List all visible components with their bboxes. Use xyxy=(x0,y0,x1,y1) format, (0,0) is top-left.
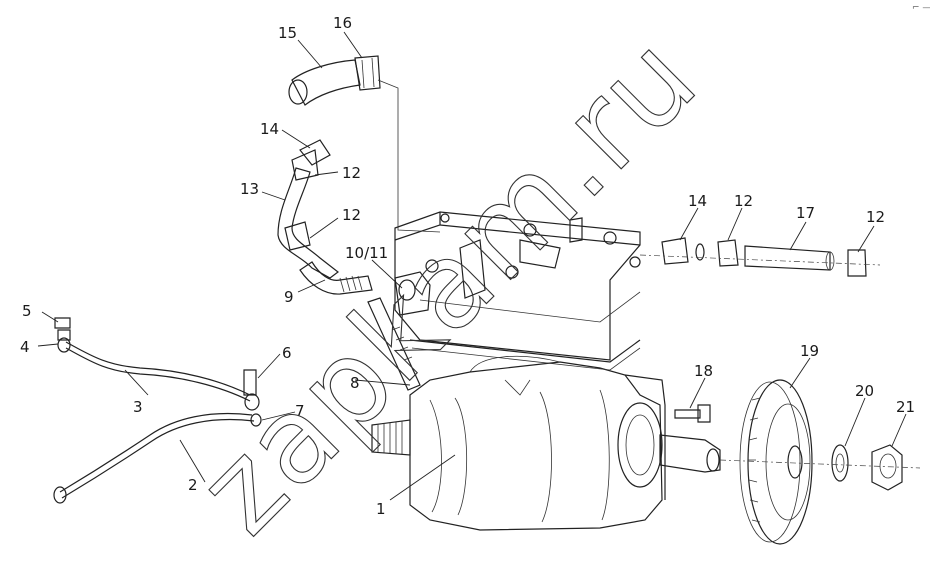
callout-4: 4 xyxy=(20,338,30,356)
watermark: zapkam.ru xyxy=(172,9,723,560)
callout-3: 3 xyxy=(133,398,143,416)
callout-15: 15 xyxy=(278,24,297,42)
callout-20: 20 xyxy=(855,382,874,400)
callout-21: 21 xyxy=(896,398,915,416)
callout-17: 17 xyxy=(796,204,815,222)
callout-7: 7 xyxy=(295,402,305,420)
hose-9 xyxy=(299,261,373,295)
compressor-body xyxy=(409,355,666,531)
callout-12-hose-lower: 12 xyxy=(342,206,361,224)
callout-13: 13 xyxy=(240,180,259,198)
drive-gear xyxy=(739,379,813,545)
right-pipe-assembly xyxy=(661,237,867,277)
callout-labels: 1 2 3 4 5 6 7 8 9 10/11 12 12 12 12 13 1… xyxy=(20,14,915,518)
pipe-2 xyxy=(53,412,255,504)
callout-19: 19 xyxy=(800,342,819,360)
relief-valve xyxy=(367,297,421,391)
callout-6: 6 xyxy=(282,344,292,362)
leader-lines xyxy=(37,31,907,501)
callout-5: 5 xyxy=(22,302,32,320)
callout-14-hose: 14 xyxy=(260,120,279,138)
banjo-fitting-4 xyxy=(54,317,71,353)
unloader-fitting xyxy=(394,271,431,316)
rear-spline-shaft xyxy=(371,419,411,456)
intake-elbow-hose xyxy=(288,55,381,106)
callout-12-hose-upper: 12 xyxy=(342,164,361,182)
callout-14-pipe: 14 xyxy=(688,192,707,210)
pipe-3 xyxy=(65,341,251,402)
coolant-hose-13 xyxy=(277,139,339,279)
bolt xyxy=(674,404,711,423)
callout-12-pipe-right: 12 xyxy=(866,208,885,226)
axis-centerline xyxy=(719,459,921,469)
callout-16: 16 xyxy=(333,14,352,32)
callout-1: 1 xyxy=(376,500,386,518)
banjo-fitting-6 xyxy=(243,369,262,427)
washer xyxy=(831,444,849,482)
nut xyxy=(871,444,903,491)
callout-12-pipe-left: 12 xyxy=(734,192,753,210)
cylinder-head xyxy=(394,211,641,371)
callout-18: 18 xyxy=(694,362,713,380)
pipe-centerline xyxy=(639,254,881,266)
drive-shaft xyxy=(659,434,721,473)
callout-9: 9 xyxy=(284,288,294,306)
callout-8: 8 xyxy=(350,374,360,392)
corner-mark: ⌐ — xyxy=(912,3,930,13)
callout-10-11: 10/11 xyxy=(345,244,388,262)
callout-2: 2 xyxy=(188,476,198,494)
